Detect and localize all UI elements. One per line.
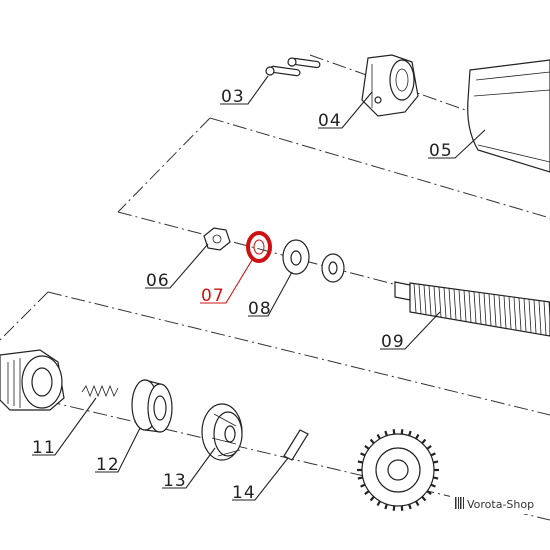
construction-lines: [0, 54, 550, 521]
gear-tooth: [364, 445, 370, 450]
part-11-spring: [81, 384, 119, 398]
watermark: Vorota-Shop: [450, 494, 550, 514]
thread-line: [468, 290, 472, 323]
gear-tooth: [369, 496, 375, 502]
gear-tooth: [421, 438, 427, 444]
thread-line: [538, 300, 542, 335]
gear-tooth: [426, 445, 432, 450]
thread-line: [473, 291, 477, 323]
part-07-ring-highlighted: [246, 231, 272, 263]
main-gear: [357, 429, 439, 511]
thread-line: [453, 288, 457, 320]
thread-line: [508, 296, 512, 329]
gear-tooth: [408, 430, 412, 437]
thread-line: [448, 288, 452, 319]
label-13: 13: [163, 471, 187, 491]
label-05: 05: [429, 141, 453, 161]
gear-tooth: [376, 500, 381, 507]
label-03: 03: [221, 87, 245, 107]
label-09: 09: [381, 332, 405, 352]
gear-tooth: [421, 496, 427, 502]
gear-tooth: [384, 503, 388, 510]
part-12-bearing: [131, 379, 173, 433]
thread-line: [463, 290, 467, 322]
thread-line: [438, 286, 442, 317]
label-04: 04: [318, 111, 342, 131]
thread-line: [528, 299, 532, 333]
thread-line: [498, 295, 502, 328]
left-drive-housing: [0, 349, 65, 411]
part-08-washer: [282, 239, 310, 275]
gear-tooth: [430, 483, 436, 488]
thread-line: [418, 284, 422, 314]
part-09-threaded-shaft: [394, 281, 550, 337]
label-06: 06: [146, 271, 170, 291]
part-05-housing: [467, 59, 550, 173]
label-12: 12: [96, 455, 120, 475]
label-07: 07: [201, 286, 225, 306]
thread-line: [543, 301, 547, 335]
thread-line: [523, 298, 527, 332]
part-03-screws: [265, 57, 321, 77]
gear-tooth: [415, 433, 420, 440]
part-04-bracket: [361, 54, 419, 117]
gear-tooth: [364, 490, 370, 495]
gear-tooth: [430, 452, 436, 457]
gear-tooth: [357, 460, 364, 464]
part-06-hex-nut: [203, 227, 231, 251]
gear-tooth: [408, 503, 412, 510]
thread-line: [458, 289, 462, 321]
thread-line: [488, 293, 492, 326]
thread-line: [503, 295, 507, 329]
gear-tooth: [392, 505, 396, 511]
gear-tooth: [376, 433, 381, 440]
part-14-key-pin: [283, 429, 309, 461]
thread-line: [513, 297, 517, 330]
gear-tooth: [432, 476, 439, 480]
thread-line: [518, 297, 522, 331]
gear-tooth: [360, 452, 366, 457]
thread-line: [493, 294, 497, 327]
label-14: 14: [232, 483, 256, 503]
gear-tooth: [426, 490, 432, 495]
watermark-text: Vorota-Shop: [467, 498, 534, 511]
thread-line: [533, 299, 537, 334]
gear-tooth: [392, 429, 396, 435]
gear-tooth: [360, 483, 366, 488]
thread-line: [423, 284, 427, 315]
thread-line: [443, 287, 447, 318]
part-13-coupling: [201, 403, 243, 461]
thread-line: [548, 301, 550, 326]
thread-line: [478, 292, 482, 324]
label-11: 11: [32, 438, 56, 458]
gear-tooth: [369, 438, 375, 444]
gear-tooth: [432, 460, 439, 464]
gear-tooth: [415, 500, 420, 507]
thread-line: [433, 286, 437, 317]
gear-tooth: [400, 505, 404, 511]
thread-line: [413, 283, 417, 313]
label-08: 08: [248, 299, 272, 319]
gear-tooth: [357, 476, 364, 480]
gear-tooth: [400, 429, 404, 435]
washer-unlabeled: [321, 253, 345, 283]
thread-line: [428, 285, 432, 316]
thread-line: [483, 293, 487, 325]
gear-tooth: [384, 430, 388, 437]
barcode-icon: [455, 497, 464, 509]
